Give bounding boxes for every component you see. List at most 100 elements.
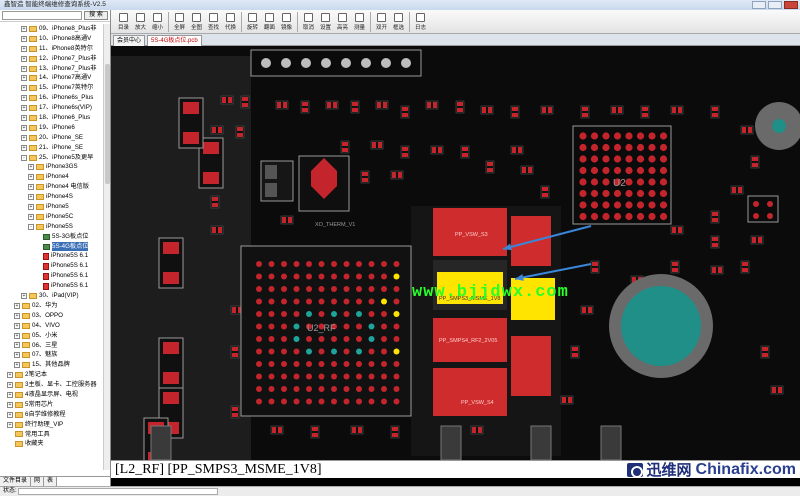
select-button[interactable]: 框选 <box>390 11 407 33</box>
expand-toggle-icon[interactable]: + <box>7 401 13 408</box>
search-button[interactable]: 搜 索 <box>84 11 108 20</box>
tree-item[interactable]: +iPhone4 电信版 <box>0 182 104 192</box>
minimize-button[interactable] <box>752 1 766 9</box>
expand-toggle-icon[interactable]: + <box>21 25 27 32</box>
expand-toggle-icon[interactable]: + <box>7 382 13 388</box>
tree-item[interactable]: 5S-4G板点位 <box>0 241 104 252</box>
expand-toggle-icon[interactable]: + <box>21 85 27 92</box>
expand-toggle-icon[interactable]: + <box>21 144 27 151</box>
expand-toggle-icon[interactable]: + <box>21 95 27 102</box>
tree-item[interactable]: +13、iPhone7_Plus非 <box>0 64 104 74</box>
expand-toggle-icon[interactable]: + <box>7 372 13 379</box>
expand-toggle-icon[interactable]: + <box>21 124 27 131</box>
tree-item[interactable]: iPhone5S 6.1 <box>0 271 104 281</box>
tree-item[interactable]: +05、小米 <box>0 331 104 341</box>
scrollbar-thumb[interactable] <box>105 64 110 184</box>
expand-toggle-icon[interactable]: + <box>7 411 13 418</box>
log-button[interactable]: 日志 <box>412 11 429 33</box>
expand-toggle-icon[interactable]: + <box>7 421 13 428</box>
expand-toggle-icon[interactable]: + <box>28 184 34 191</box>
tree-item[interactable]: +iPhone3GS <box>0 162 104 172</box>
zoom-in-button[interactable]: 放大 <box>132 11 149 33</box>
tree-item[interactable]: +4液晶显示屏、电视 <box>0 390 104 400</box>
replace-button[interactable]: 代换 <box>222 11 239 33</box>
catalog-button[interactable]: 目录 <box>115 11 132 33</box>
expand-toggle-icon[interactable]: + <box>14 312 20 319</box>
close-button[interactable] <box>784 1 798 9</box>
dual-open-button[interactable]: 双开 <box>373 11 390 33</box>
sidebar-tab[interactable]: 网 <box>31 477 45 486</box>
tree-item[interactable]: 收藏夹 <box>0 439 104 449</box>
tree-item[interactable]: +19、iPhone6 <box>0 123 104 133</box>
expand-toggle-icon[interactable]: + <box>28 164 34 171</box>
tree-item[interactable]: iPhone5S 6.1 <box>0 261 104 271</box>
find-button[interactable]: 查找 <box>205 11 222 33</box>
expand-toggle-icon[interactable]: + <box>21 45 27 52</box>
sidebar-tab[interactable]: 文件目录 <box>0 477 32 486</box>
expand-toggle-icon[interactable]: + <box>28 213 34 220</box>
tree-item[interactable]: +2笔记本 <box>0 370 104 380</box>
expand-toggle-icon[interactable]: + <box>21 292 27 299</box>
tree-item[interactable]: +5常用芯片 <box>0 400 104 410</box>
tree-item[interactable]: +10、iPhone8高通V <box>0 34 104 44</box>
maximize-button[interactable] <box>768 1 782 9</box>
expand-toggle-icon[interactable]: + <box>7 391 13 398</box>
tree-item[interactable]: +3主板、显卡、工控服务器 <box>0 380 104 390</box>
tree-item[interactable]: +iPhone5 <box>0 202 104 212</box>
tree-item[interactable]: +04、VIVO <box>0 321 104 331</box>
tree-item[interactable]: +03、OPPO <box>0 311 104 321</box>
tree-item[interactable]: -iPhone5S <box>0 222 104 232</box>
flip-button[interactable]: 翻面 <box>261 11 278 33</box>
expand-toggle-icon[interactable]: + <box>28 174 34 181</box>
settings-button[interactable]: 设置 <box>317 11 334 33</box>
tree-item[interactable]: +12、iPhone7_Plus非 <box>0 54 104 64</box>
cancel-button[interactable]: 取消 <box>300 11 317 33</box>
measure-button[interactable]: 测量 <box>351 11 368 33</box>
mirror-button[interactable]: 镜像 <box>278 11 295 33</box>
tree-item[interactable]: +15、iPhone7英特尔 <box>0 83 104 93</box>
tree-item[interactable]: -25、iPhone5及更早 <box>0 153 104 163</box>
tree-item[interactable]: iPhone5S 6.1 <box>0 251 104 261</box>
tree-item[interactable]: +16、iPhone6s_Plus <box>0 93 104 103</box>
tree-item[interactable]: +14、iPhone7高通V <box>0 73 104 83</box>
expand-toggle-icon[interactable]: + <box>14 352 20 359</box>
tree-item[interactable]: +30、iPad(VIP) <box>0 291 104 301</box>
expand-toggle-icon[interactable]: + <box>21 55 27 62</box>
tree-item[interactable]: 5S-3G板点位 <box>0 232 104 242</box>
expand-toggle-icon[interactable]: + <box>14 342 20 349</box>
expand-toggle-icon[interactable]: + <box>21 65 27 72</box>
tab-member-center[interactable]: 会员中心 <box>113 35 146 46</box>
highlight-button[interactable]: 高亮 <box>334 11 351 33</box>
expand-toggle-icon[interactable]: + <box>28 194 34 201</box>
expand-toggle-icon[interactable]: + <box>21 105 27 112</box>
expand-toggle-icon[interactable]: + <box>14 302 20 309</box>
tree-item[interactable]: +17、iPhone6s(VIP) <box>0 103 104 113</box>
pcb-board[interactable]: U2 U2_RF XO_THERM_V1 PP_VSW_S3 PP_SMPS3_… <box>111 46 800 460</box>
tree-item[interactable]: +20、iPhone_SE <box>0 133 104 143</box>
expand-toggle-icon[interactable]: - <box>28 223 34 230</box>
tree-item[interactable]: +iPhone4 <box>0 172 104 182</box>
tree-item[interactable]: +终行助理_VIP <box>0 420 104 430</box>
tree-item[interactable]: +07、魅族 <box>0 350 104 360</box>
pcb-canvas[interactable]: U2 U2_RF XO_THERM_V1 PP_VSW_S3 PP_SMPS3_… <box>111 46 800 460</box>
fit-all-button[interactable]: 全屏 <box>171 11 188 33</box>
tree-item[interactable]: 常用工具 <box>0 430 104 440</box>
tree-item[interactable]: +02、华为 <box>0 301 104 311</box>
tree-item[interactable]: +iPhone4S <box>0 192 104 202</box>
search-input[interactable] <box>2 11 82 20</box>
expand-toggle-icon[interactable]: + <box>21 35 27 42</box>
expand-toggle-icon[interactable]: + <box>21 114 27 121</box>
tree-item[interactable]: +15、其他品牌 <box>0 360 104 370</box>
tree-item[interactable]: +18、iPhone6_Plus <box>0 113 104 123</box>
expand-toggle-icon[interactable]: + <box>21 75 27 82</box>
fit-page-button[interactable]: 全图 <box>188 11 205 33</box>
expand-toggle-icon[interactable]: + <box>28 203 34 210</box>
sidebar-scrollbar[interactable] <box>103 24 110 470</box>
expand-toggle-icon[interactable]: + <box>14 362 20 369</box>
tree-item[interactable]: +21、iPhone_SE <box>0 143 104 153</box>
tree-item[interactable]: iPhone5S 6.1 <box>0 281 104 291</box>
sidebar-tab[interactable]: 表 <box>44 477 58 486</box>
tree-item[interactable]: +iPhone5C <box>0 212 104 222</box>
tree-item[interactable]: +09、iPhone8_Plus非 <box>0 24 104 34</box>
rotate-button[interactable]: 旋转 <box>244 11 261 33</box>
